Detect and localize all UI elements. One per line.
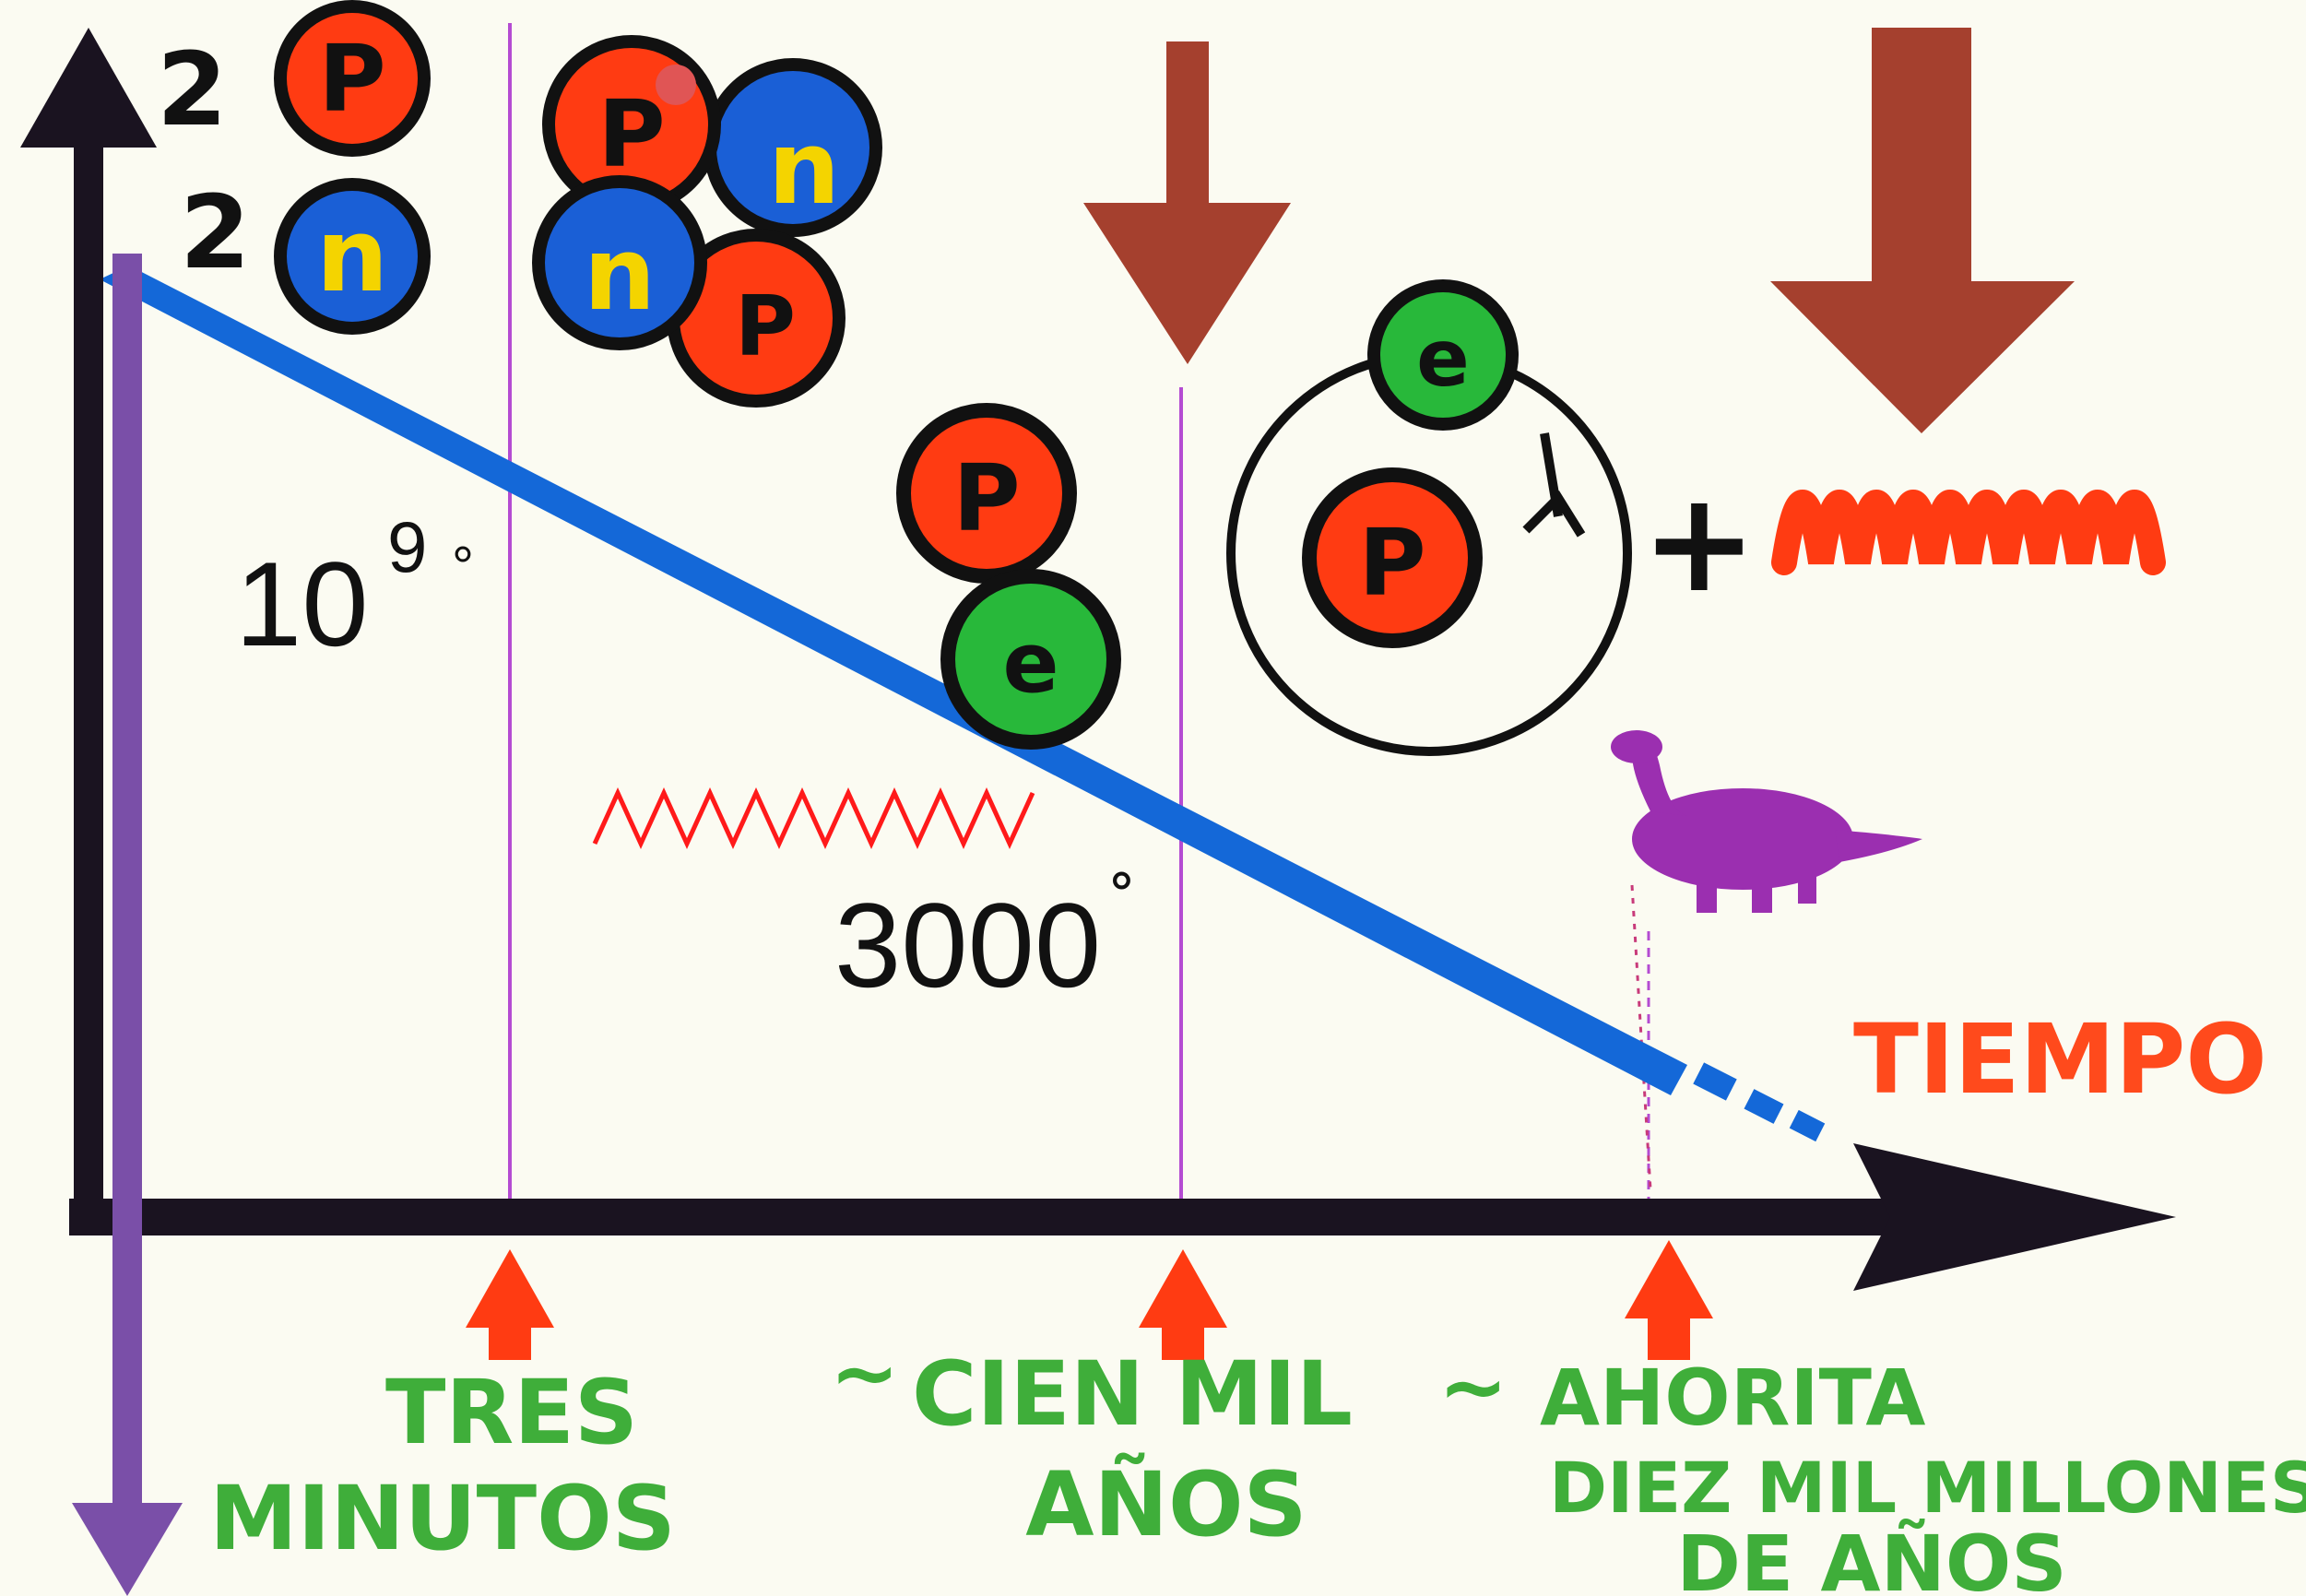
milestone-label-cien: ~ CIEN MIL AÑOS: [830, 1325, 1353, 1556]
free-neutron: n: [274, 178, 431, 335]
helium-nucleus: P n n P: [532, 35, 882, 408]
temperature-line: [100, 266, 1687, 1095]
svg-text:e: e: [1002, 615, 1058, 712]
helium-proton-label-2: P: [735, 278, 796, 375]
temperature-early: 10 9 °: [235, 506, 474, 671]
svg-text:DE AÑOS: DE AÑOS: [1676, 1519, 2067, 1596]
milestone-arrow-tres: [466, 1249, 554, 1360]
time-axis-label: TIEMPO: [1853, 1003, 2267, 1116]
temperature-recombination: 3000 ˚: [834, 865, 1136, 1012]
milestone-arrow-ahora: [1625, 1240, 1713, 1360]
tilde-ahora: ~: [1438, 1339, 1508, 1436]
time-axis: [69, 1143, 2176, 1291]
proton-count: 2: [157, 30, 228, 148]
milestone-arrow-cien: [1139, 1249, 1227, 1360]
milestone-label-ahora: ~ AHORITA DIEZ MIL MILLONES DE AÑOS: [1438, 1339, 2306, 1596]
purple-down-arrow: [72, 254, 183, 1596]
temperature-recombination-value: 3000: [834, 878, 1101, 1012]
photon-wave-small: [592, 786, 1035, 850]
hydrogen-electron: [1367, 279, 1519, 431]
svg-text:MINUTOS: MINUTOS: [209, 1467, 676, 1570]
dinosaur-icon: [1611, 730, 1922, 913]
svg-text:AHORITA: AHORITA: [1540, 1353, 1925, 1443]
photon-wave-large: [1771, 490, 2166, 575]
svg-text:CIEN MIL: CIEN MIL: [912, 1342, 1353, 1446]
svg-text:P: P: [952, 444, 1020, 552]
milestone-label-tres: TRES MINUTOS: [209, 1361, 676, 1570]
helium-neutron-label-1: n: [768, 109, 840, 227]
brown-arrow-recombination: [1083, 41, 1291, 364]
temperature-early-base: 10: [235, 537, 369, 671]
free-proton: P: [274, 0, 431, 157]
svg-text:DIEZ MIL MILLONES: DIEZ MIL MILLONES: [1549, 1447, 2306, 1529]
neutron-count: 2: [180, 173, 251, 291]
hydrogen-proton: [1302, 467, 1483, 648]
svg-text:P: P: [1358, 509, 1425, 617]
vertical-axis: [20, 28, 157, 1226]
temperature-line-dashes: [1693, 1062, 1826, 1142]
svg-text:n: n: [316, 196, 388, 314]
svg-text:AÑOS: AÑOS: [1025, 1452, 1307, 1556]
temperature-recombination-unit: ˚: [1111, 865, 1136, 947]
temperature-early-unit: °: [452, 536, 474, 597]
plus-sign: +: [1641, 463, 1757, 623]
svg-text:P: P: [318, 25, 385, 133]
helium-proton-label-1: P: [597, 80, 665, 188]
brown-arrow-today: [1770, 28, 2075, 433]
temperature-early-exponent: 9: [387, 506, 427, 587]
plasma-electron: e: [940, 569, 1121, 750]
hydrogen-atom: P e: [1226, 279, 1632, 756]
helium-neutron-label-2: n: [584, 215, 656, 333]
svg-text:e: e: [1416, 313, 1470, 405]
svg-text:TRES: TRES: [385, 1361, 638, 1464]
tilde-cien: ~: [830, 1325, 899, 1422]
plasma-proton: P: [896, 403, 1077, 584]
